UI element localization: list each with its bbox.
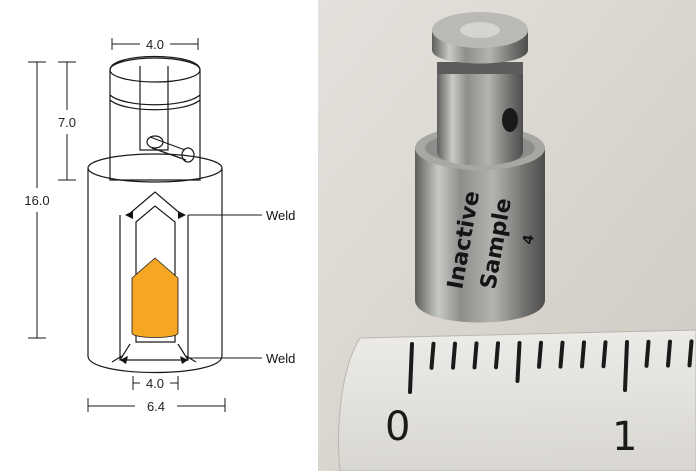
weld-label-bottom: Weld bbox=[266, 351, 295, 366]
engraving-number: 4 bbox=[520, 233, 537, 246]
ruler-label-zero: 0 bbox=[385, 404, 410, 450]
dim-bottom-inner-width: 4.0 bbox=[146, 376, 164, 391]
ruler-tick bbox=[558, 340, 565, 369]
ruler-tick bbox=[472, 341, 479, 370]
ruler-tick bbox=[687, 339, 694, 368]
weld-mark-top-right bbox=[178, 211, 186, 219]
pin-head-outline bbox=[109, 55, 201, 181]
ruler-tick bbox=[580, 340, 586, 369]
weld-mark-top-left bbox=[125, 211, 133, 219]
technical-diagram: Weld Weld 4.0 7.0 16.0 4.0 6.4 bbox=[24, 37, 295, 414]
weld-mark-bottom-left bbox=[120, 356, 128, 364]
ruler-tick bbox=[537, 340, 543, 369]
pin-head-top bbox=[109, 57, 201, 83]
pin-slot bbox=[139, 66, 169, 151]
dim-bottom-outer-width: 6.4 bbox=[147, 399, 165, 414]
body-outline bbox=[87, 168, 223, 374]
weld-mark-bottom-right bbox=[180, 356, 188, 364]
ruler-tick bbox=[644, 339, 651, 368]
cross-hole-photo bbox=[502, 108, 518, 132]
ruler-tick bbox=[429, 341, 436, 370]
ruler-tick bbox=[408, 342, 414, 394]
ruler-tick bbox=[666, 339, 672, 368]
cross-hole bbox=[146, 135, 164, 149]
ruler: 0 1 bbox=[338, 329, 696, 471]
ruler-label-one: 1 bbox=[612, 414, 637, 460]
ruler-tick bbox=[515, 341, 522, 383]
dim-upper-height: 7.0 bbox=[58, 115, 76, 130]
weld-label-top: Weld bbox=[266, 208, 295, 223]
ruler-tick bbox=[451, 341, 457, 370]
ruler-tick bbox=[601, 340, 608, 369]
steel-capsule bbox=[415, 12, 545, 323]
sample-photo: Inactive Sample 4 0 1 bbox=[318, 0, 696, 471]
cutaway-edge bbox=[119, 215, 189, 361]
dim-top-width: 4.0 bbox=[146, 37, 164, 52]
body-top bbox=[87, 153, 223, 183]
ruler-tick bbox=[494, 341, 500, 370]
dim-total-height: 16.0 bbox=[24, 193, 49, 208]
ruler-tick bbox=[623, 340, 629, 392]
sample-insert bbox=[131, 257, 179, 338]
